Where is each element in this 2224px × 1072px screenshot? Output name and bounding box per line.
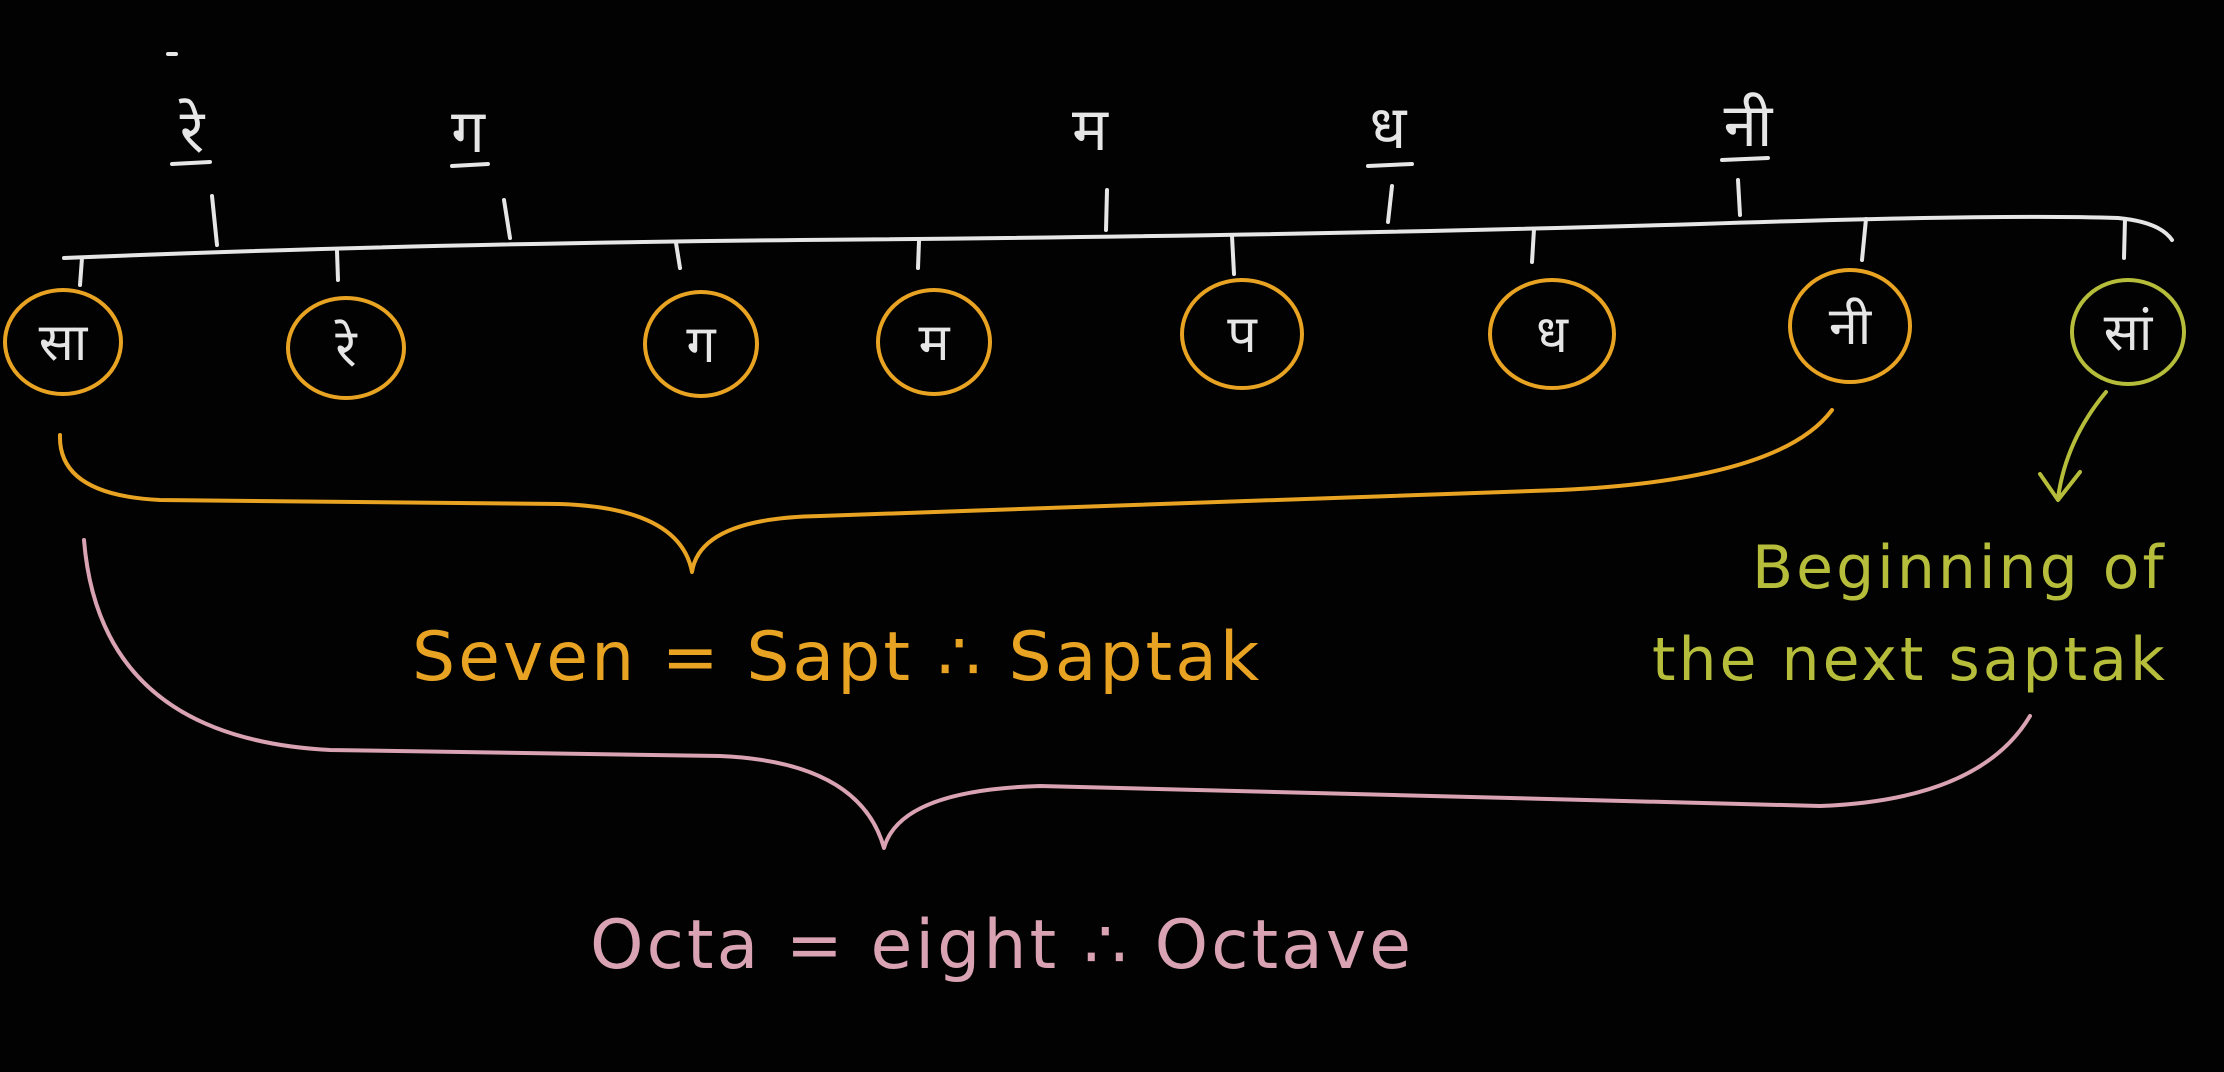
vikrut-note-komal-ga: ग (451, 97, 486, 167)
next-saptak-arrow (2038, 390, 2108, 502)
note-sa: सा (39, 313, 89, 373)
note-ma: म (918, 313, 950, 373)
upper-sa-circle (2070, 278, 2186, 386)
octave-brace (82, 538, 2032, 850)
lower-ticks (78, 217, 2127, 287)
note-pa: प (1227, 305, 1258, 365)
shuddh-note-circles (3, 268, 1912, 400)
note-sa-upper: सां (2104, 303, 2154, 363)
octave-annotation: Octa = eight ∴ Octave (590, 906, 1414, 985)
vikrut-notes: रे ग म ध नी (178, 91, 1774, 167)
note-ga: ग (686, 315, 716, 375)
saptak-annotation: Seven = Sapt ∴ Saptak (412, 618, 1262, 697)
shuddh-notes: सा रे ग म प ध नी सां (39, 297, 2154, 379)
next-saptak-annotation-line2: the next saptak (1652, 625, 2168, 695)
note-dha: ध (1536, 305, 1569, 365)
scale-line (62, 214, 2174, 260)
vikrut-note-komal-dha: ध (1370, 93, 1408, 163)
vikrut-note-tivra-ma: म (1072, 95, 1109, 165)
saptak-brace (57, 408, 1834, 574)
vikrut-marks (166, 52, 1770, 168)
next-saptak-annotation-line1: Beginning of (1752, 533, 2167, 603)
vikrut-note-komal-ni: नी (1724, 91, 1774, 161)
vikrut-note-komal-re: रे (178, 97, 206, 167)
note-ni: नी (1829, 297, 1873, 357)
note-re: रे (334, 319, 358, 379)
upper-ticks (210, 178, 1742, 247)
